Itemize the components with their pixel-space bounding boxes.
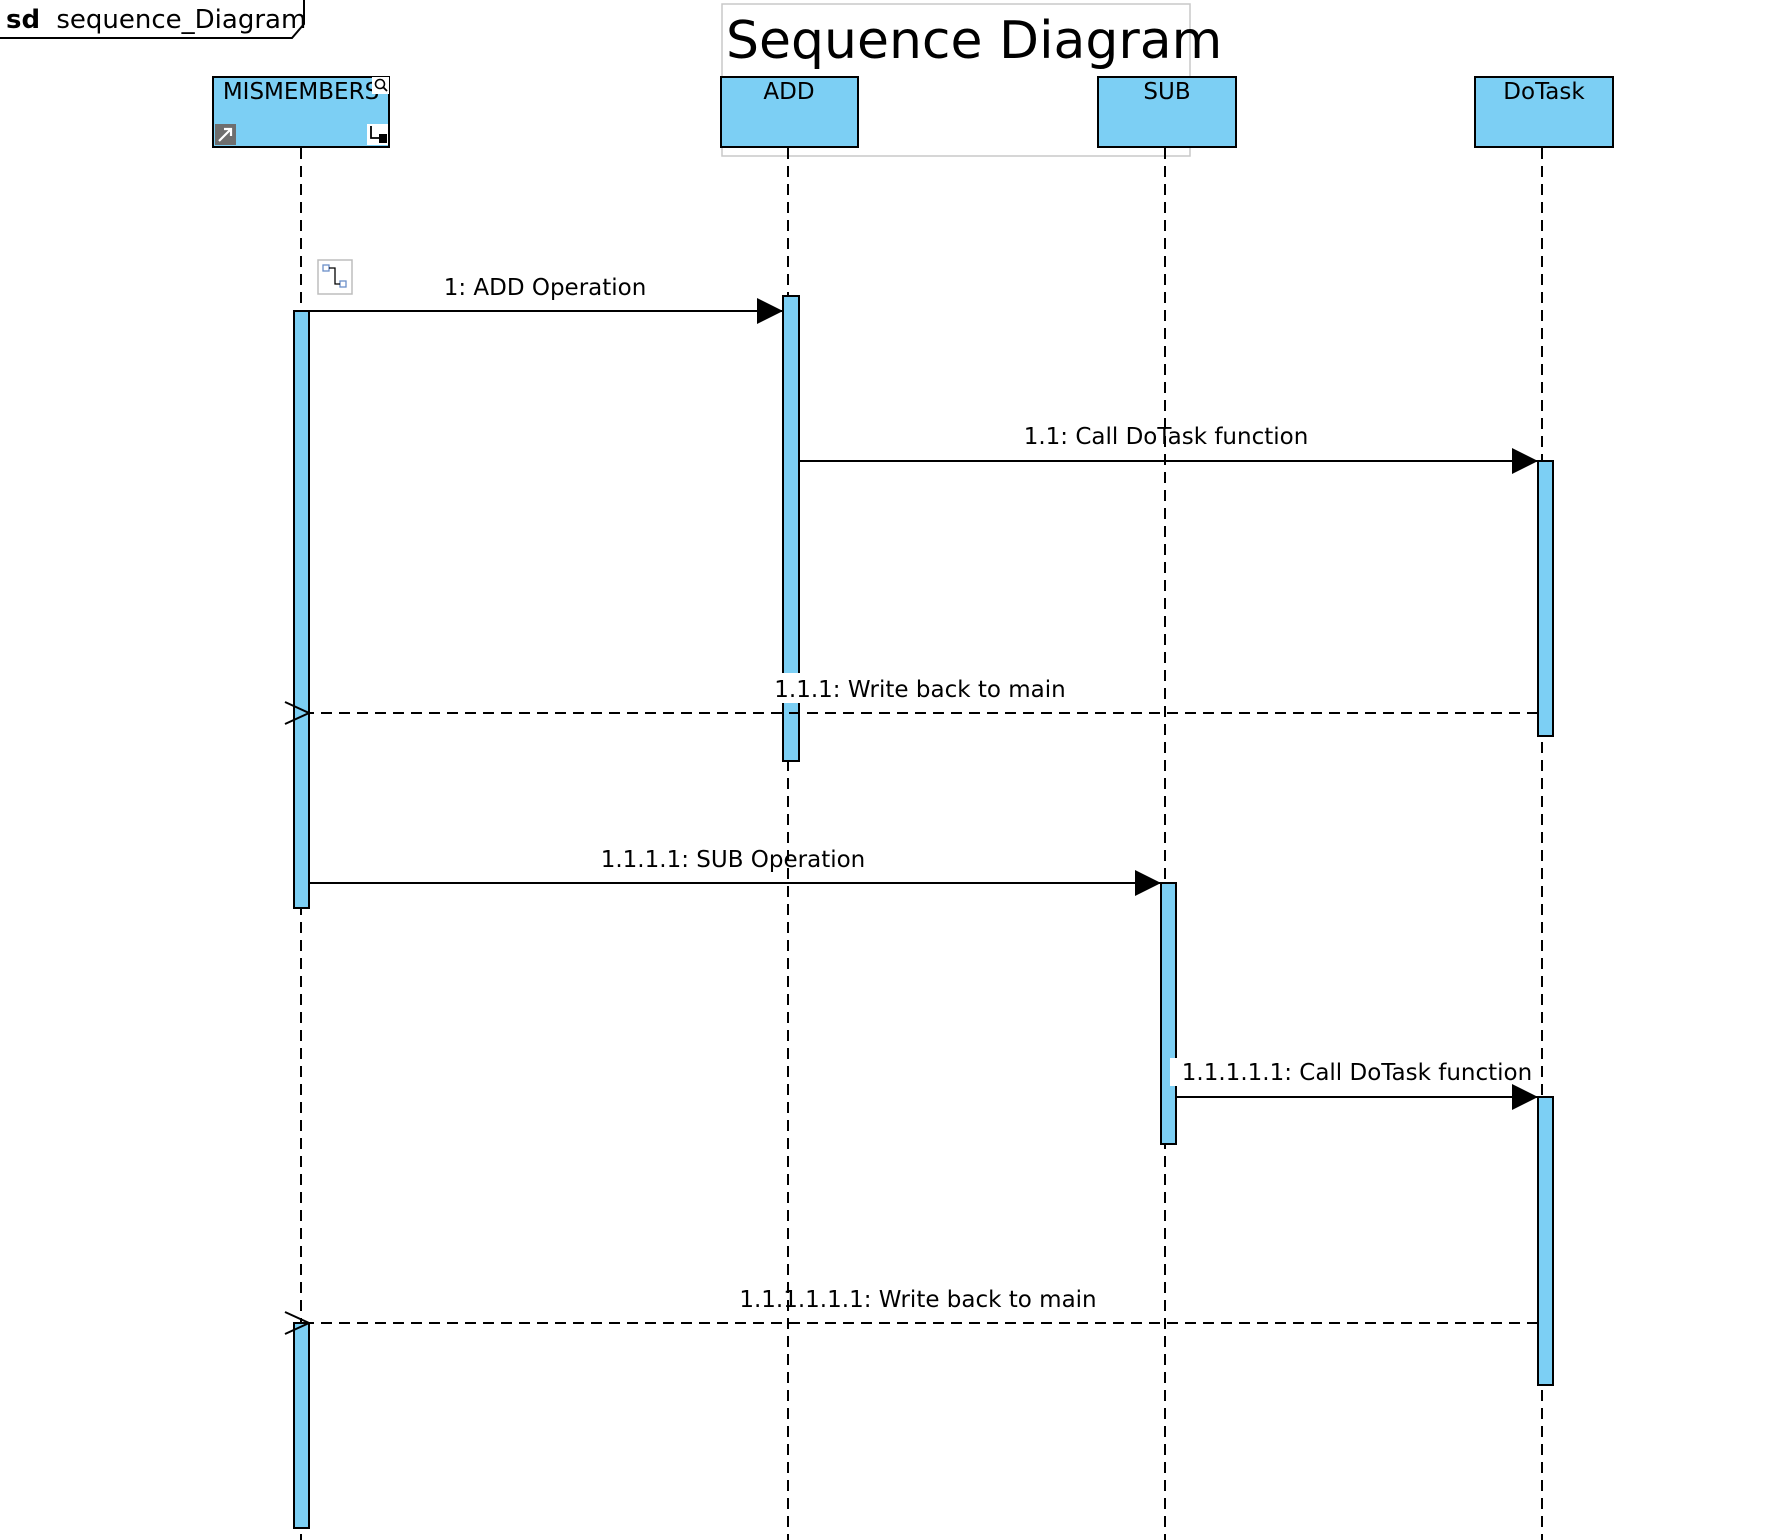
- sequence-message-icon[interactable]: [317, 259, 353, 295]
- message-label: 1.1: Call DoTask function: [1024, 424, 1309, 450]
- message-write-back-2[interactable]: 1.1.1.1.1.1: Write back to main: [309, 1287, 1538, 1323]
- shortcut-arrow-icon[interactable]: [215, 124, 236, 145]
- message-label: 1.1.1: Write back to main: [774, 677, 1065, 703]
- lifeline-label-mismembers: MISMEMBERS: [223, 79, 379, 105]
- lifeline-head-sub[interactable]: SUB: [1097, 76, 1237, 148]
- sub-diagram-icon[interactable]: [367, 124, 388, 145]
- message-write-back[interactable]: 1.1.1: Write back to main: [309, 673, 1538, 713]
- message-call-dotask-2[interactable]: 1.1.1.1.1: Call DoTask function: [1170, 1058, 1538, 1110]
- magnifier-icon[interactable]: [372, 77, 389, 94]
- activation-bars: [293, 295, 1554, 1529]
- lifeline-head-add[interactable]: ADD: [720, 76, 859, 148]
- lifeline-label-add: ADD: [763, 79, 814, 105]
- message-label: 1.1.1.1: SUB Operation: [601, 847, 866, 873]
- lifeline-head-mismembers[interactable]: MISMEMBERS: [212, 76, 390, 148]
- lifeline-label-dotask: DoTask: [1503, 79, 1585, 105]
- lifeline-lines: [300, 148, 1543, 1540]
- message-call-dotask[interactable]: 1.1: Call DoTask function: [799, 424, 1538, 474]
- message-label: 1.1.1.1.1: Call DoTask function: [1182, 1060, 1532, 1086]
- diagram-title-text: Sequence Diagram: [726, 11, 1222, 71]
- activation-bar[interactable]: [1537, 1096, 1554, 1386]
- activation-bar[interactable]: [293, 1322, 310, 1529]
- message-sub-operation[interactable]: 1.1.1.1: SUB Operation: [309, 847, 1161, 896]
- frame-keyword: sd: [6, 5, 40, 35]
- diagram-title[interactable]: Sequence Diagram: [721, 3, 1222, 157]
- svg-text:sd sequence_Diagram: sd sequence_Diagram: [6, 5, 306, 35]
- lifeline-head-dotask[interactable]: DoTask: [1474, 76, 1614, 148]
- frame-name: sequence_Diagram: [56, 5, 306, 35]
- activation-bar[interactable]: [1160, 882, 1177, 1145]
- activation-bar[interactable]: [293, 310, 310, 909]
- activation-bar[interactable]: [1537, 460, 1554, 737]
- lifeline-label-sub: SUB: [1143, 79, 1190, 105]
- activation-bar[interactable]: [782, 295, 800, 762]
- message-add-operation[interactable]: 1: ADD Operation: [309, 275, 783, 324]
- frame-tab: sd sequence_Diagram: [0, 0, 306, 39]
- message-label: 1: ADD Operation: [444, 275, 647, 301]
- message-label: 1.1.1.1.1.1: Write back to main: [739, 1287, 1096, 1313]
